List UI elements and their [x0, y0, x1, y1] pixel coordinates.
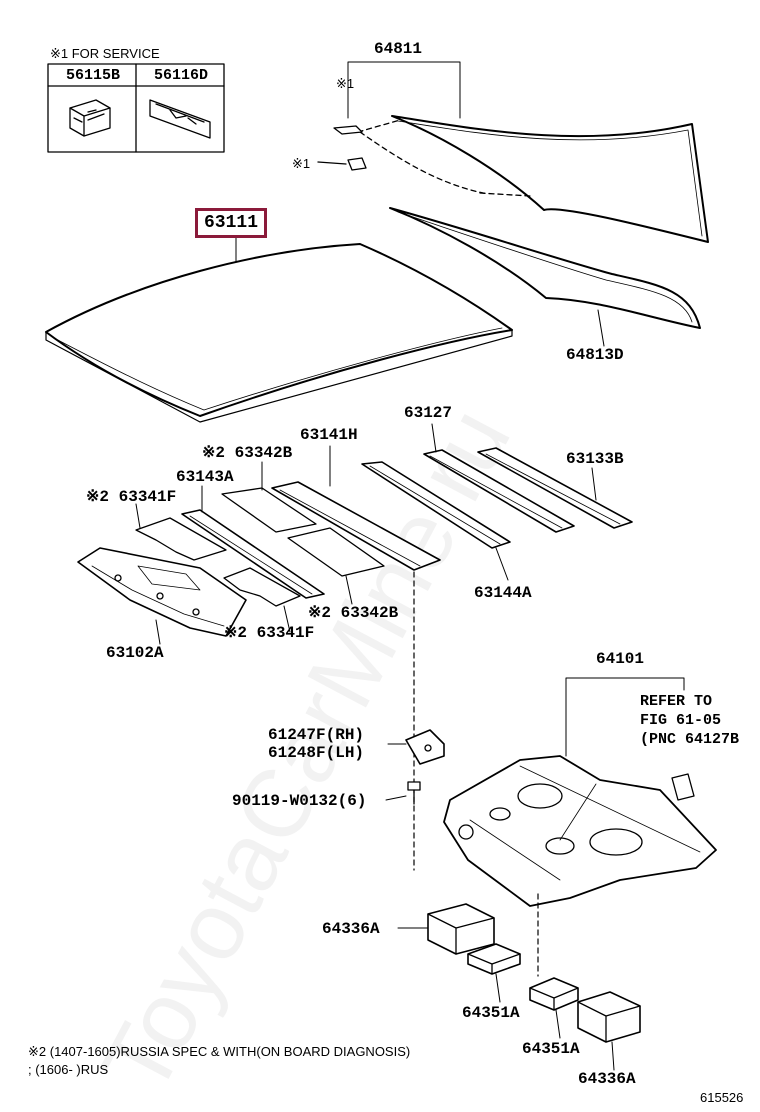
silencer-pad-63342b-bottom	[287, 527, 385, 577]
back-window-glass	[357, 115, 709, 243]
label-64351a-bottom[interactable]: 64351A	[522, 1040, 580, 1058]
label-64336a-left[interactable]: 64336A	[322, 920, 380, 938]
label-63102a[interactable]: 63102A	[106, 644, 164, 662]
label-63342b-bottom[interactable]: ※2 63342B	[308, 604, 399, 622]
service-part-56115b: 56115B	[65, 67, 120, 84]
label-63143a[interactable]: 63143A	[176, 468, 234, 486]
footnote-line2: ; (1606- )RUS	[28, 1062, 109, 1077]
pad-64351a-top	[467, 943, 521, 975]
package-tray-panel	[443, 755, 717, 907]
label-64811[interactable]: 64811	[374, 40, 423, 58]
service-box	[47, 63, 225, 153]
roof-reinforcement-63133b	[477, 447, 633, 529]
spacer-icon	[347, 157, 367, 171]
silencer-pad-63341f-left	[135, 517, 227, 561]
label-63127[interactable]: 63127	[404, 404, 453, 422]
figure-number: 615526	[700, 1090, 744, 1105]
roof-front-header-panel	[77, 547, 247, 637]
roof-reinforcement-63144a	[361, 461, 511, 549]
label-63144a[interactable]: 63144A	[474, 584, 532, 602]
clip-64127b-icon	[671, 773, 695, 801]
refer-note-line2[interactable]: FIG 61-05	[640, 712, 722, 729]
pad-64351a-bottom	[529, 977, 579, 1011]
bolt-icon	[407, 781, 421, 805]
roof-panel	[45, 243, 513, 423]
roof-reinforcement-63143a	[181, 509, 325, 599]
clip-56116d-icon	[149, 99, 211, 139]
label-63111[interactable]: 63111	[195, 208, 268, 238]
label-63141h[interactable]: 63141H	[300, 426, 358, 444]
label-61248f[interactable]: 61248F(LH)	[268, 744, 365, 762]
label-64101[interactable]: 64101	[596, 650, 645, 668]
pad-64336a-left	[427, 903, 495, 955]
service-part-56116d: 56116D	[153, 67, 208, 84]
label-63341f-bottom[interactable]: ※2 63341F	[224, 624, 315, 642]
label-64351a-top[interactable]: 64351A	[462, 1004, 520, 1022]
stopper-icon	[333, 125, 363, 135]
silencer-pad-63342b-top	[221, 487, 317, 533]
marker-1-top: ※1	[336, 76, 355, 91]
label-61247f[interactable]: 61247F(RH)	[268, 726, 365, 744]
footnote-line1: ※2 (1407-1605)RUSSIA SPEC & WITH(ON BOAR…	[28, 1044, 411, 1059]
silencer-pad-63341f-bottom	[223, 567, 301, 607]
label-64336a-bottom[interactable]: 64336A	[578, 1070, 636, 1088]
service-box-title: ※1 FOR SERVICE	[50, 46, 160, 61]
label-90119-w0132[interactable]: 90119-W0132(6)	[232, 792, 367, 810]
refer-note-line1: REFER TO	[640, 693, 713, 710]
label-63133b[interactable]: 63133B	[566, 450, 624, 468]
label-63341f-left[interactable]: ※2 63341F	[86, 488, 177, 506]
back-window-weatherstrip	[389, 207, 701, 329]
label-64813d[interactable]: 64813D	[566, 346, 624, 364]
roof-reinforcement-63141h	[271, 481, 441, 571]
clip-56115b-icon	[69, 99, 111, 137]
pad-64336a-bottom	[577, 991, 641, 1043]
package-tray-bracket	[405, 729, 445, 765]
label-63342b-top[interactable]: ※2 63342B	[202, 444, 293, 462]
marker-1-mid: ※1	[292, 156, 311, 171]
refer-note-line3: (PNC 64127B	[640, 731, 740, 748]
